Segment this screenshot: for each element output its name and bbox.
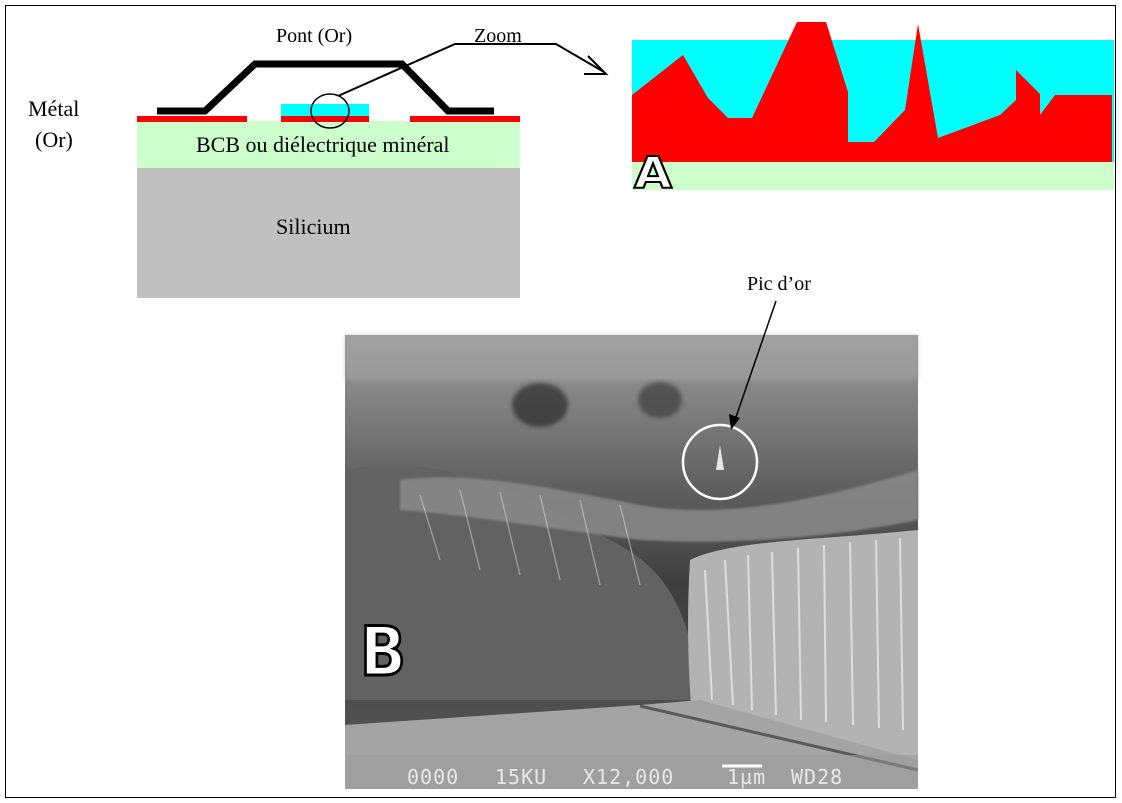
zoom-leader bbox=[337, 43, 605, 97]
figure-frame bbox=[5, 5, 1116, 798]
sem-voltage: 15KU bbox=[495, 765, 548, 789]
zoom-arrowhead bbox=[584, 55, 609, 75]
silicium-layer bbox=[137, 168, 520, 298]
panel-b-letter: B bbox=[360, 613, 406, 692]
pic-arrowhead bbox=[729, 414, 740, 430]
sem-id: 0000 bbox=[407, 765, 460, 789]
silicium-label: Silicium bbox=[276, 214, 351, 239]
metal-label-line2: (Or) bbox=[35, 127, 73, 152]
metal-pad-left bbox=[137, 116, 247, 122]
pont-label: Pont (Or) bbox=[276, 25, 353, 47]
zoom-bcb bbox=[632, 162, 1114, 190]
metal-label-line1: Métal bbox=[28, 96, 80, 121]
bcb-label: BCB ou diélectrique minéral bbox=[196, 132, 450, 157]
sem-wd: WD28 bbox=[791, 765, 844, 789]
metal-pad-center bbox=[281, 116, 369, 122]
sem-magnification: X12,000 bbox=[583, 765, 675, 789]
zoom-label: Zoom bbox=[474, 25, 522, 47]
zoom-metal-profile bbox=[632, 22, 1112, 162]
dielectric-block bbox=[281, 104, 369, 116]
pic-circle bbox=[681, 423, 759, 501]
panel-a-letter: A bbox=[634, 148, 672, 199]
gold-bridge bbox=[157, 60, 494, 115]
pic-arrow-line bbox=[734, 300, 777, 421]
zoom-circle bbox=[310, 93, 350, 129]
pic-label: Pic d’or bbox=[747, 273, 811, 295]
bcb-layer bbox=[137, 121, 520, 168]
sem-scale: 1µm bbox=[727, 765, 767, 789]
metal-pad-right bbox=[410, 116, 520, 122]
sem-image bbox=[345, 335, 919, 789]
